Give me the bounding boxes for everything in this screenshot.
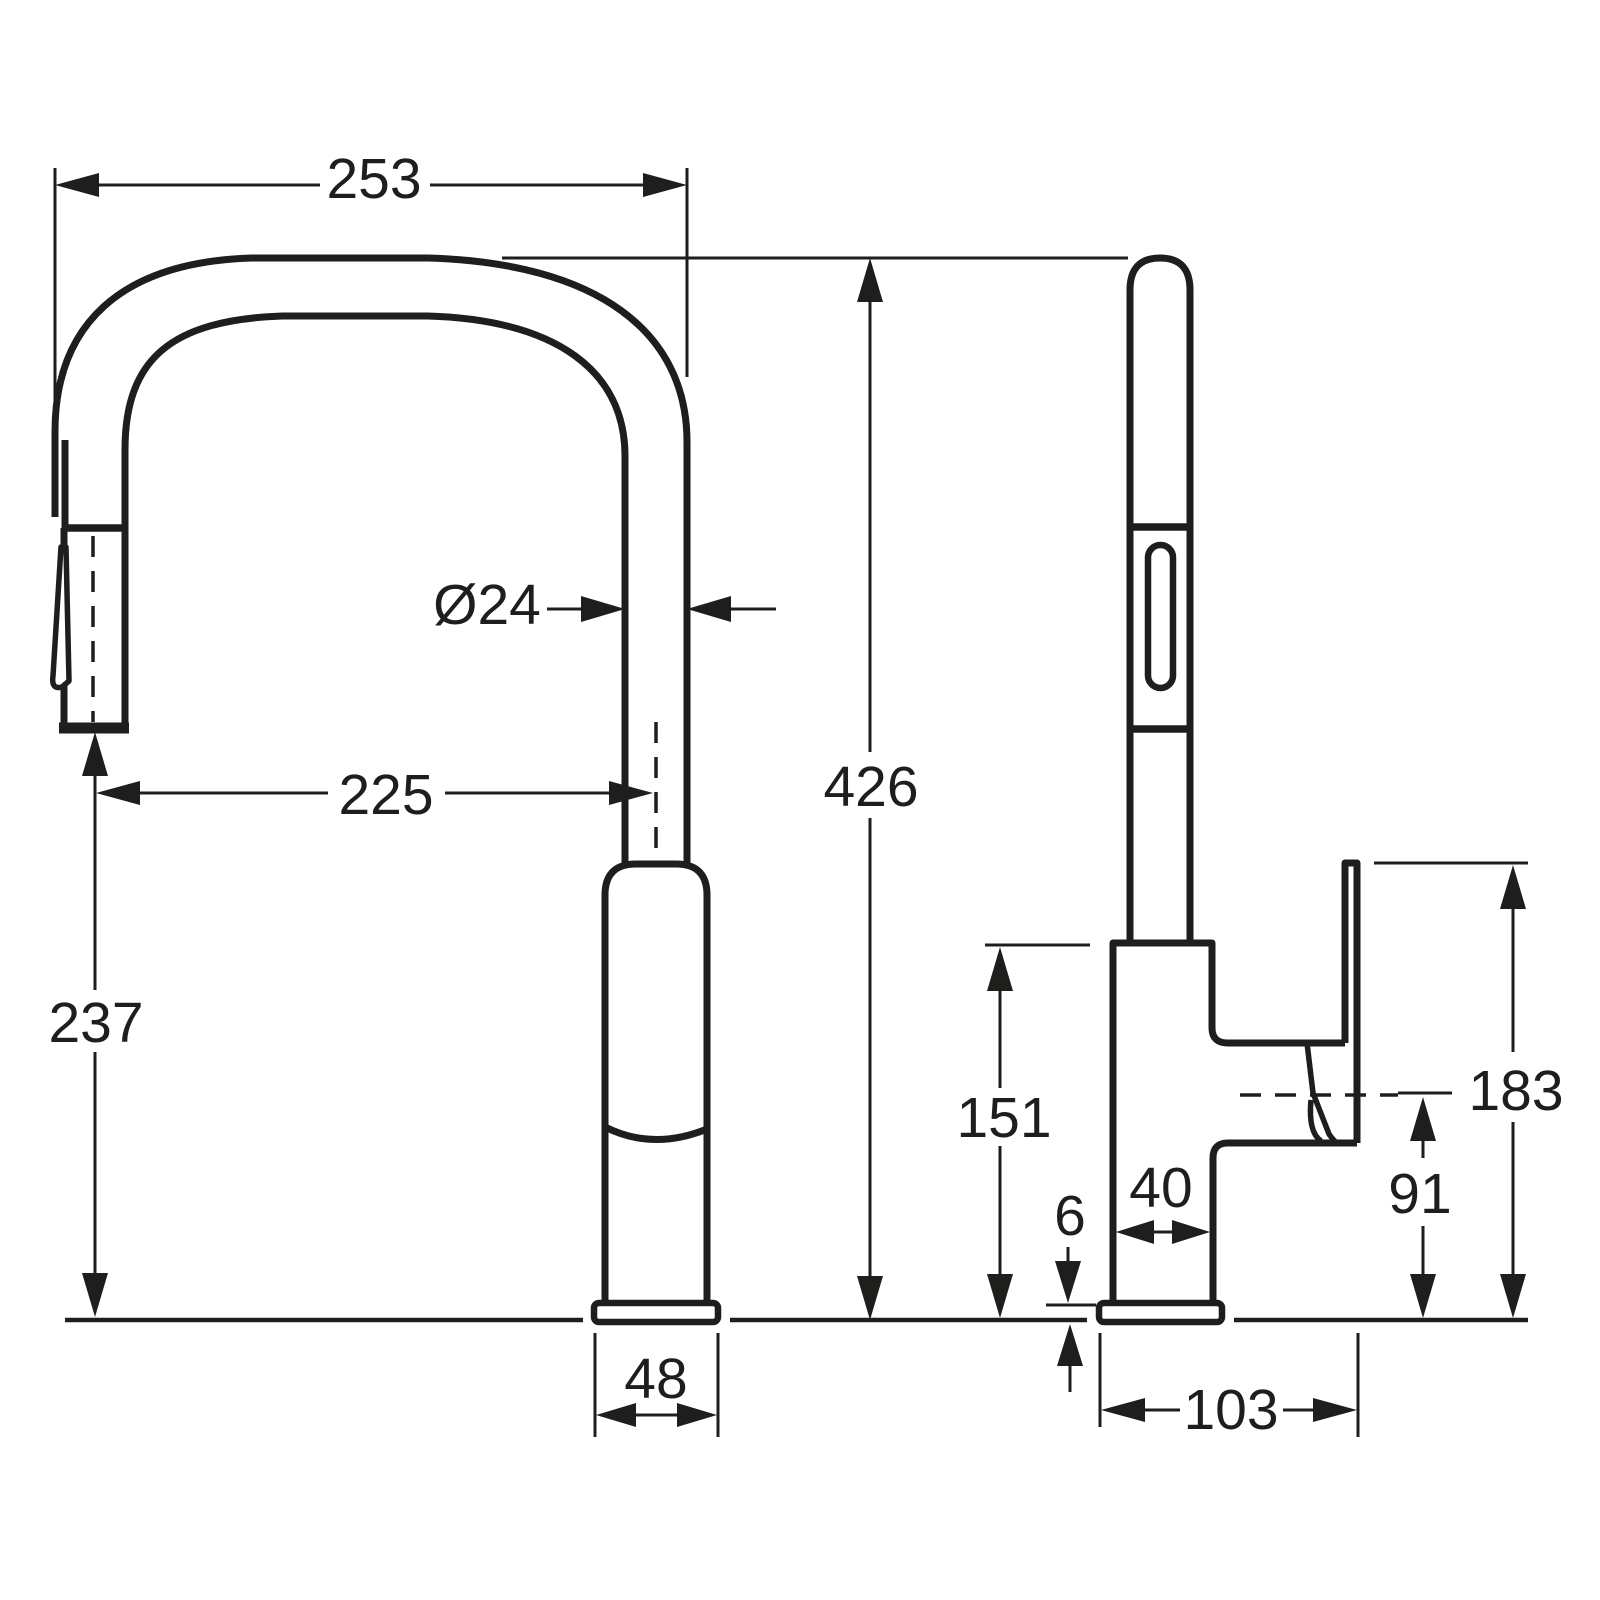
arrowhead-up <box>1410 1097 1436 1141</box>
spray-head-lever <box>49 544 72 691</box>
handle-joint-wedge <box>1304 1042 1339 1146</box>
arrowhead-left <box>1101 1398 1145 1422</box>
dimension-spout-diameter: Ø24 <box>433 573 776 637</box>
arrowhead-up <box>82 732 108 776</box>
handle-joint-arc <box>1307 1099 1323 1144</box>
front-base-flange <box>590 1299 722 1326</box>
arrowhead-down <box>1055 1261 1081 1303</box>
dim-label-spout-diameter: Ø24 <box>433 573 541 637</box>
dimension-outlet-height: 237 <box>48 732 144 1317</box>
arrowhead-left <box>55 173 99 197</box>
front-view <box>49 254 722 1326</box>
dimension-base-plate-height: 6 <box>1046 1184 1096 1392</box>
arrowhead-left <box>96 781 140 805</box>
handle-lever <box>1341 859 1361 1143</box>
arrowhead-right <box>609 781 653 805</box>
arrowhead-right <box>677 1403 717 1427</box>
dimension-spout-projection: 225 <box>96 763 653 827</box>
arrowhead-up <box>987 947 1013 991</box>
dim-label-front-base-width: 48 <box>624 1347 687 1411</box>
side-body-upper <box>1109 939 1345 1303</box>
dimension-side-base-depth: 103 <box>1098 1333 1360 1442</box>
spout-arch-outer <box>51 254 691 866</box>
arrowhead-right <box>581 596 625 622</box>
dim-label-side-base-depth: 103 <box>1183 1378 1278 1442</box>
dimension-front-base-width: 48 <box>593 1333 720 1437</box>
arrowhead-down <box>857 1276 883 1320</box>
side-spout-tube <box>1126 254 1194 944</box>
dim-label-body-top-height: 151 <box>956 1086 1051 1150</box>
dim-label-handle-pivot-height: 91 <box>1388 1162 1451 1226</box>
dimension-handle-pivot-height: 91 <box>1388 1091 1452 1318</box>
arrowhead-up <box>1057 1324 1083 1366</box>
dim-label-outlet-height: 237 <box>48 991 143 1055</box>
dim-label-overall-height: 426 <box>823 755 918 819</box>
arrowhead-down <box>987 1274 1013 1318</box>
arrowhead-left <box>687 596 731 622</box>
dim-label-spout-reach: 253 <box>326 147 421 211</box>
side-body-lower <box>1209 1139 1357 1303</box>
dimension-handle-top-height: 183 <box>1374 861 1564 1318</box>
arrowhead-left <box>596 1403 636 1427</box>
front-body <box>601 860 711 1305</box>
arrowhead-right <box>1313 1398 1357 1422</box>
arrowhead-right <box>643 173 687 197</box>
arrowhead-down <box>1500 1274 1526 1318</box>
arrowhead-left <box>1116 1220 1154 1244</box>
arrowhead-up <box>1500 865 1526 909</box>
arrowhead-right <box>1172 1220 1210 1244</box>
dim-label-handle-top-height: 183 <box>1468 1059 1563 1123</box>
spout-arch-inner <box>121 312 629 866</box>
front-body-seam <box>603 1123 709 1143</box>
dim-label-body-depth: 40 <box>1129 1156 1192 1220</box>
side-base-flange <box>1095 1299 1226 1326</box>
dimension-body-top-height: 151 <box>956 943 1090 1318</box>
dimension-overall-height: 426 <box>502 256 1128 1320</box>
dimension-body-depth: 40 <box>1116 1156 1210 1244</box>
dimension-spout-reach: 253 <box>53 147 689 452</box>
dim-label-spout-projection: 225 <box>338 763 433 827</box>
side-spray-slot <box>1144 541 1177 692</box>
arrowhead-up <box>857 258 883 302</box>
arrowhead-down <box>82 1273 108 1317</box>
dim-label-base-plate-height: 6 <box>1054 1184 1086 1248</box>
side-view <box>1095 254 1398 1326</box>
arrowhead-down <box>1410 1274 1436 1318</box>
